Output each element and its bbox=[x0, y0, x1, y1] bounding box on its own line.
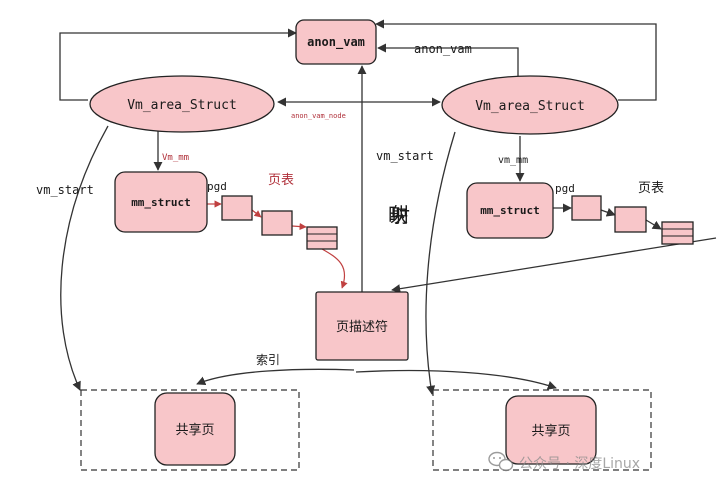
watermark: 公众号 · 深度Linux bbox=[488, 451, 640, 472]
shared-page-left-box bbox=[154, 392, 236, 466]
mm-struct-right-box bbox=[466, 182, 554, 239]
watermark-text: 公众号 · 深度Linux bbox=[519, 456, 640, 472]
pte-lines bbox=[307, 228, 693, 242]
vm-start-left-label: vm_start bbox=[36, 183, 94, 197]
shared-page-left-label: 共享页 bbox=[175, 422, 214, 438]
edge-vm-start-right bbox=[425, 131, 456, 395]
shared-region-right bbox=[432, 389, 652, 471]
pgd-right-box-1 bbox=[571, 195, 602, 221]
pgd-right-box-2 bbox=[614, 206, 647, 233]
vm-start-right-label: vm_start bbox=[376, 149, 434, 163]
pgd-right-box-3 bbox=[661, 221, 694, 245]
shared-page-right-label: 共享页 bbox=[531, 423, 570, 439]
vm-mm-right-label: vm_mm bbox=[498, 155, 528, 166]
page-descriptor-label: 页描述符 bbox=[336, 319, 388, 335]
pgd-left-label: pgd bbox=[207, 180, 227, 193]
index-label: 索引 bbox=[256, 353, 280, 367]
shared-page-right-box bbox=[505, 395, 597, 465]
page-descriptor-box bbox=[315, 291, 409, 361]
mm-struct-right-label: mm_struct bbox=[480, 204, 540, 217]
edge-pgd-right-3 bbox=[645, 219, 662, 230]
mapping-label: 映 射 bbox=[388, 203, 410, 227]
vma-left-node bbox=[89, 75, 275, 133]
pgd-left-box-1 bbox=[221, 195, 253, 221]
anon-vam-node-label: anon_vam_node bbox=[291, 112, 346, 120]
pgd-right-label: pgd bbox=[555, 182, 575, 195]
edge-pgd-right-2 bbox=[600, 207, 616, 217]
anon-vam-label: anon_vam bbox=[307, 35, 365, 50]
anon-vam-box bbox=[295, 19, 377, 65]
edge-pt-right-to-desc bbox=[391, 237, 717, 294]
edge-vm-start-left bbox=[60, 125, 109, 391]
pgd-left-box-2 bbox=[261, 210, 293, 236]
connectors bbox=[59, 19, 717, 395]
vm-mm-left-label: Vm_mm bbox=[162, 153, 189, 163]
edge-pt-left-to-desc bbox=[321, 248, 348, 289]
pgd-left-box-3 bbox=[306, 226, 338, 250]
page-table-right-label: 页表 bbox=[638, 181, 664, 196]
mm-struct-left-box bbox=[114, 171, 208, 233]
edge-index-right bbox=[355, 369, 557, 390]
edge-pgd-left-2 bbox=[251, 209, 262, 218]
shared-region-left bbox=[80, 389, 300, 471]
vma-right-node bbox=[441, 75, 619, 135]
wechat-icon bbox=[488, 451, 514, 472]
left-pgd-chain bbox=[207, 200, 348, 289]
mm-struct-left-label: mm_struct bbox=[131, 196, 191, 209]
edge-pgd-left-3 bbox=[291, 222, 307, 231]
page-table-left-label: 页表 bbox=[268, 173, 294, 188]
edge-vma-left-to-anon bbox=[59, 28, 297, 101]
anon-vam-edge-label: anon_vam bbox=[414, 42, 472, 56]
vma-left-label: Vm_area_Struct bbox=[127, 98, 237, 113]
edge-anon-to-vma-right bbox=[377, 43, 519, 80]
edge-index-left bbox=[196, 368, 355, 385]
vma-right-label: Vm_area_Struct bbox=[475, 99, 585, 114]
edge-vma-right-to-anon bbox=[375, 19, 657, 101]
